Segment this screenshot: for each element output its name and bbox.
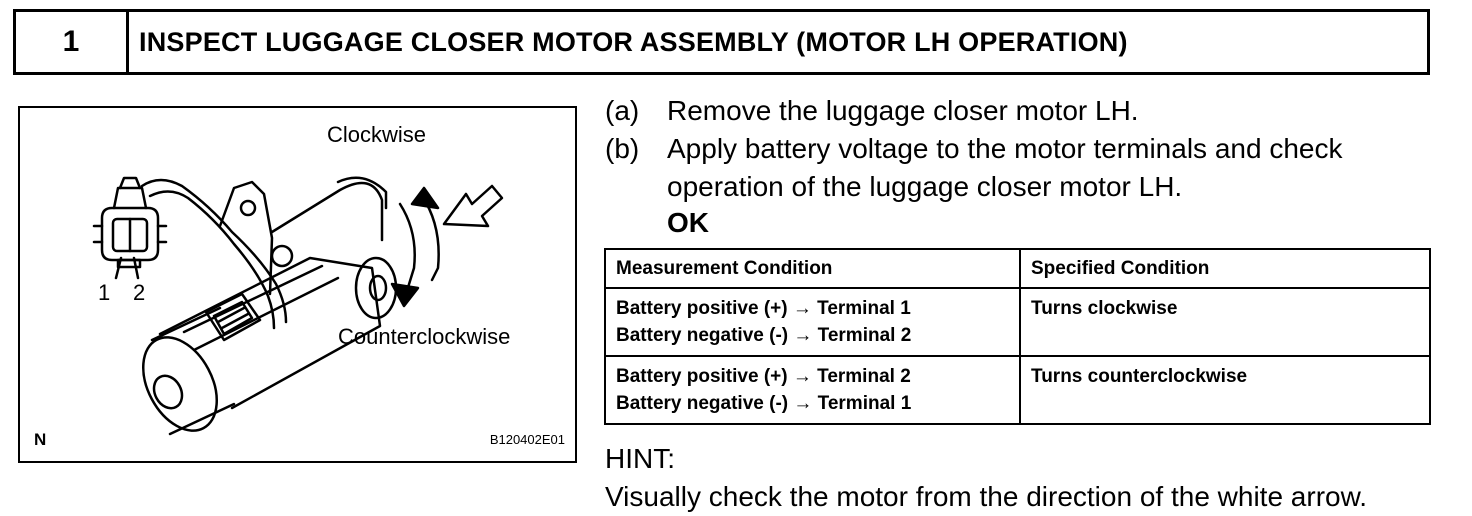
counterclockwise-label: Counterclockwise <box>338 324 511 349</box>
specified-cell: Turns clockwise <box>1019 287 1431 357</box>
step-b-text: Apply battery voltage to the motor termi… <box>667 133 1343 202</box>
table-header-row: Measurement Condition Specified Conditio… <box>604 248 1431 289</box>
table-row: Battery positive (+) → Terminal 2 Batter… <box>604 355 1431 425</box>
result-ok: OK <box>667 207 709 238</box>
step-title: INSPECT LUGGAGE CLOSER MOTOR ASSEMBLY (M… <box>139 26 1128 57</box>
specified-cell: Turns counterclockwise <box>1019 355 1431 425</box>
step-a-letter: (a) <box>605 95 640 126</box>
hint: HINT: Visually check the motor from the … <box>605 440 1367 516</box>
header-measurement: Measurement Condition <box>604 248 1021 289</box>
hint-text: Visually check the motor from the direct… <box>605 481 1368 512</box>
measurement-line: Battery negative (-) → Terminal 1 <box>616 393 912 414</box>
step-header: 1 INSPECT LUGGAGE CLOSER MOTOR ASSEMBLY … <box>13 9 1430 75</box>
measurement-line: Battery positive (+) → Terminal 1 <box>616 298 911 319</box>
measurement-cell: Battery positive (+) → Terminal 2 Batter… <box>604 355 1021 425</box>
table-row: Battery positive (+) → Terminal 1 Batter… <box>604 287 1431 357</box>
step-b-letter: (b) <box>605 133 640 164</box>
measurement-cell: Battery positive (+) → Terminal 1 Batter… <box>604 287 1021 357</box>
motor-illustration: Clockwise Counterclockwise 1 2 N B120402… <box>18 106 577 463</box>
procedure-steps: (a) Remove the luggage closer motor LH. … <box>605 92 1455 242</box>
motor-drawing <box>92 176 504 436</box>
corner-mark: N <box>34 430 47 449</box>
step-b: (b) Apply battery voltage to the motor t… <box>605 130 1455 206</box>
step-a-text: Remove the luggage closer motor LH. <box>667 95 1139 126</box>
measurement-line: Battery negative (-) → Terminal 2 <box>616 325 912 346</box>
hint-label: HINT: <box>605 443 675 474</box>
header-specified: Specified Condition <box>1019 248 1431 289</box>
step-a: (a) Remove the luggage closer motor LH. <box>605 92 1455 130</box>
terminal-1-label: 1 <box>98 280 111 305</box>
clockwise-label: Clockwise <box>327 122 427 147</box>
spec-table: Measurement Condition Specified Conditio… <box>604 248 1431 425</box>
measurement-line: Battery positive (+) → Terminal 2 <box>616 366 911 387</box>
figure-code: B120402E01 <box>489 432 565 447</box>
terminal-2-label: 2 <box>133 280 146 305</box>
step-number: 1 <box>16 12 129 72</box>
